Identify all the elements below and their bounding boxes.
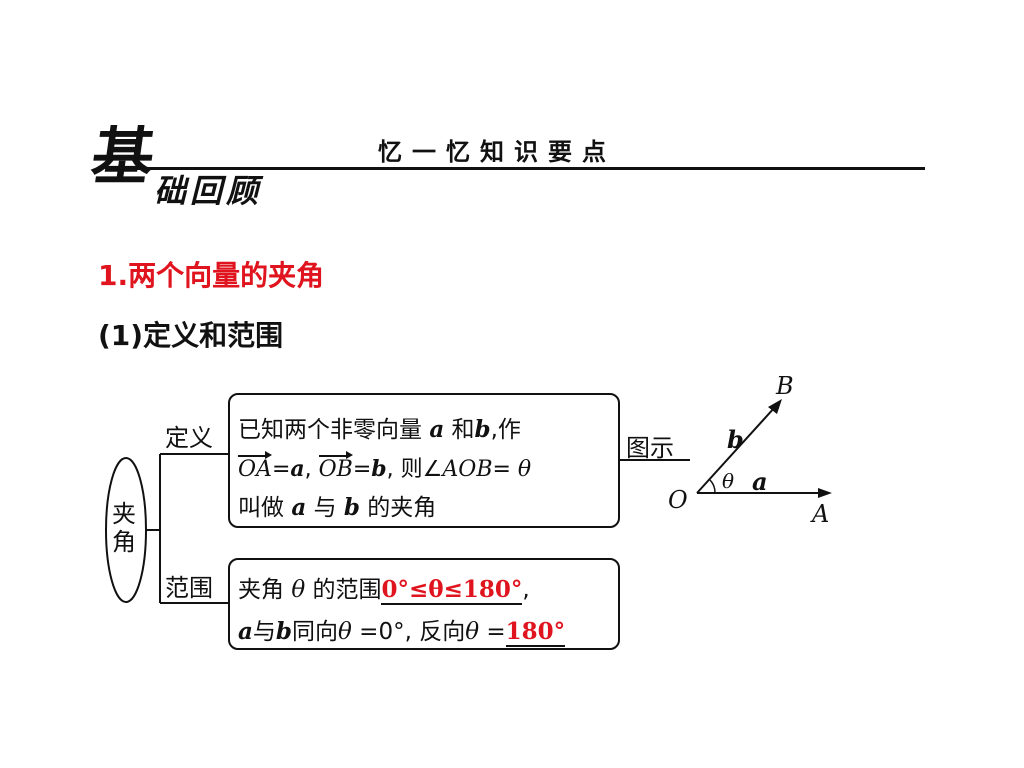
definition-text: 叫做 <box>238 495 292 521</box>
header-subtitle: 忆一忆知识要点 <box>378 137 616 166</box>
opposite-answer: 180° <box>505 618 566 645</box>
angle-theta-label: θ <box>722 469 735 493</box>
branch-definition-label: 定义 <box>165 424 213 452</box>
comma: , <box>522 577 530 603</box>
theta-symbol: θ <box>291 577 306 603</box>
vector-b-symbol: b <box>275 618 292 645</box>
range-text: =0°, 反向 <box>351 619 466 645</box>
root-label: 夹 角 <box>112 500 136 556</box>
vector-b-line <box>696 406 776 494</box>
vector-b-label: b <box>727 425 744 454</box>
root-label-char-1: 夹 <box>112 500 136 528</box>
point-b-label: B <box>776 372 794 400</box>
vector-b-symbol: b <box>474 416 491 443</box>
vector-oa: OA <box>238 451 272 482</box>
theta-symbol: θ <box>517 457 532 482</box>
vector-a-label: a <box>752 467 768 496</box>
angle-aob: AOB <box>442 457 493 482</box>
theta-symbol: θ <box>465 619 480 645</box>
section-heading-text: 两个向量的夹角 <box>128 259 325 292</box>
subsection-number: (1) <box>98 319 144 352</box>
vector-a-symbol: a <box>429 416 445 443</box>
subsection-text: 定义和范围 <box>143 319 284 352</box>
range-line-2: a与b同向θ =0°, 反向θ =180° <box>238 612 566 647</box>
point-a-label: A <box>812 500 830 528</box>
range-text: 同向 <box>292 619 338 645</box>
vector-a-arrowhead <box>818 488 832 498</box>
root-label-char-2: 角 <box>112 528 136 556</box>
definition-text: 和 <box>444 417 475 443</box>
vector-ob: OB <box>318 451 354 482</box>
figure-label: 图示 <box>626 434 674 462</box>
branch-range-label: 范围 <box>165 574 213 602</box>
range-text: 夹角 <box>238 577 292 603</box>
vector-a-symbol: a <box>291 494 307 521</box>
definition-text: 与 <box>306 495 344 521</box>
logo-small-text: 础回顾 <box>154 172 263 210</box>
definition-box <box>228 393 620 528</box>
range-line-1: 夹角 θ 的范围0°≤θ≤180°, <box>238 570 530 605</box>
definition-line-2: OA=a, OB=b, 则∠AOB= θ <box>238 451 531 483</box>
definition-text: 的夹角 <box>359 495 437 521</box>
section-heading: 1.两个向量的夹角 <box>98 254 324 294</box>
origin-o-label: O <box>668 486 688 514</box>
vector-a-symbol: a <box>238 618 253 645</box>
equals-sign: = <box>352 457 372 482</box>
vector-a-symbol: a <box>290 456 305 482</box>
subsection-heading: (1)定义和范围 <box>98 314 283 354</box>
range-text: 的范围 <box>305 577 382 603</box>
equals-sign: = <box>271 457 291 482</box>
range-text: 与 <box>252 619 276 645</box>
header-rule <box>135 167 925 170</box>
vector-b-arrowhead <box>768 399 782 414</box>
comma: , <box>304 457 319 482</box>
logo: 基 础回顾 <box>87 120 317 216</box>
angle-arc <box>709 479 716 494</box>
equals-sign: = <box>492 457 518 482</box>
equals-sign: = <box>479 619 506 645</box>
definition-line-3: 叫做 a 与 b 的夹角 <box>238 488 436 522</box>
section-heading-number: 1. <box>98 259 129 292</box>
theta-symbol: θ <box>338 619 352 645</box>
definition-line-1: 已知两个非零向量 a 和b,作 <box>238 410 521 444</box>
definition-text: , 则∠ <box>386 457 443 482</box>
definition-text: ,作 <box>490 417 521 443</box>
vector-b-symbol: b <box>343 494 360 521</box>
range-answer: 0°≤θ≤180° <box>381 576 523 603</box>
definition-text: 已知两个非零向量 <box>238 417 430 443</box>
vector-b-symbol: b <box>371 456 387 482</box>
